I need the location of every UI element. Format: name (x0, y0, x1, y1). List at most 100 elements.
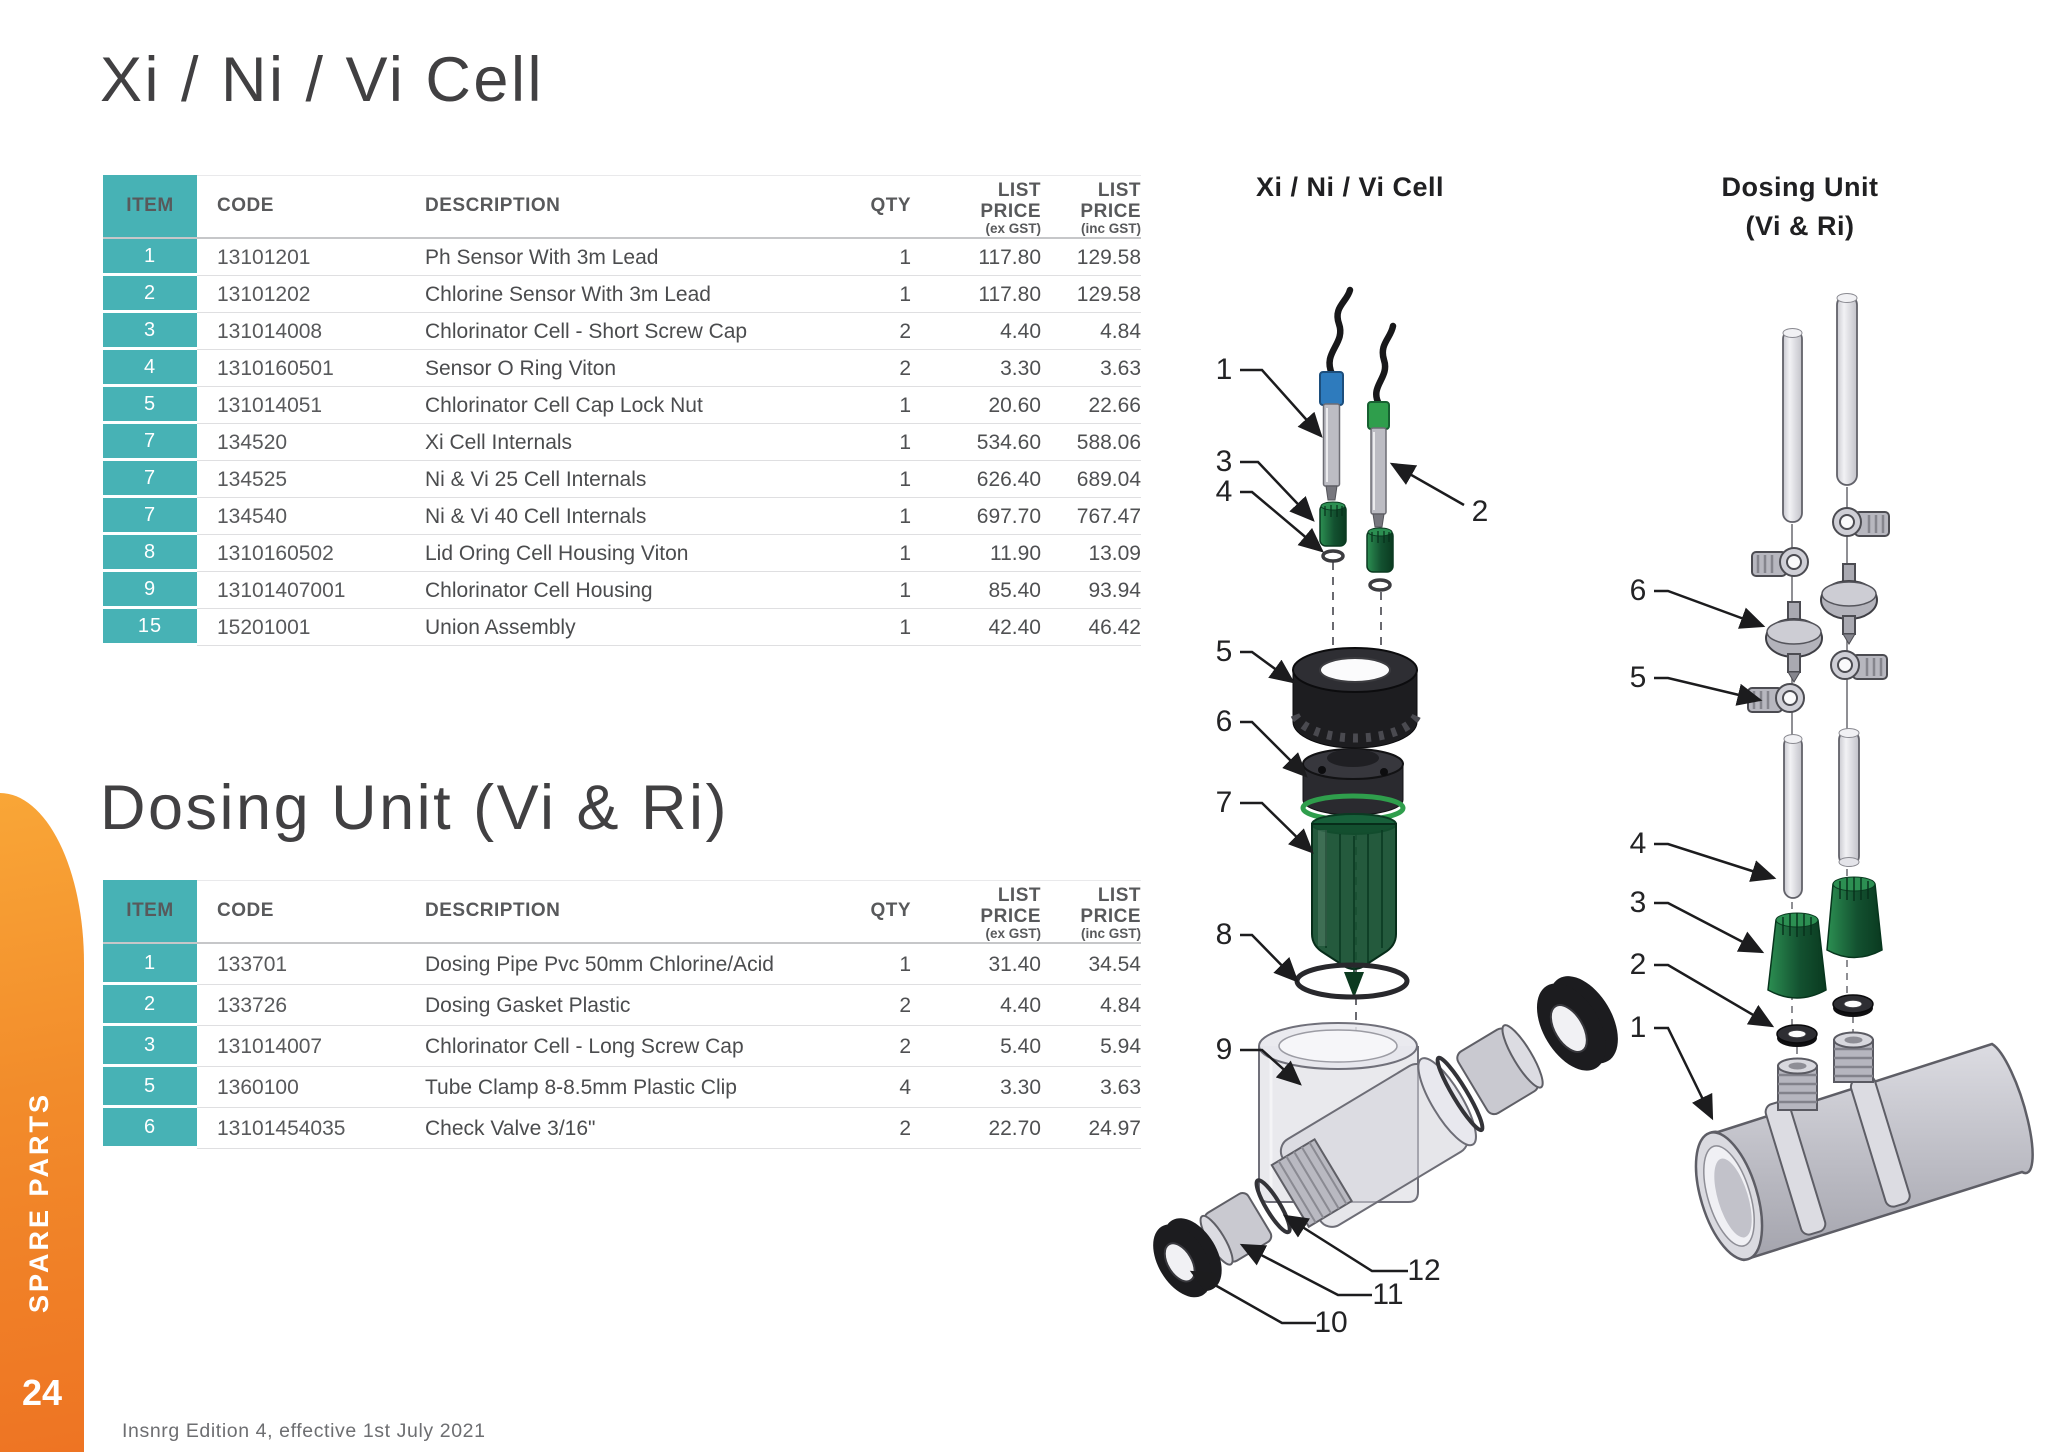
part-description: Chlorine Sensor With 3m Lead (425, 282, 711, 306)
part-qty: 2 (899, 993, 911, 1017)
col-header-price-ex: LIST PRICE (ex GST) (980, 885, 1041, 942)
table-row: 3 131014007 Chlorinator Cell - Long Scre… (103, 1026, 1141, 1067)
part-qty: 1 (899, 541, 911, 565)
table-row: 7 134520 Xi Cell Internals 1 534.60 588.… (103, 424, 1141, 461)
exploded-diagrams (1153, 286, 2034, 1325)
part-code: 134540 (217, 504, 288, 528)
table-row: 2 133726 Dosing Gasket Plastic 2 4.40 4.… (103, 985, 1141, 1026)
table-row: 2 13101202 Chlorine Sensor With 3m Lead … (103, 276, 1141, 313)
col-header-price-ex: LIST PRICE (ex GST) (980, 180, 1041, 237)
part-qty: 1 (899, 615, 911, 639)
spare-parts-sidebar-tab (0, 793, 84, 1452)
callout-label: 8 (1215, 918, 1233, 951)
part-code: 133726 (217, 993, 288, 1017)
callout-label: 6 (1215, 705, 1233, 738)
price-ex-gst: 4.40 (1000, 319, 1041, 343)
part-code: 133701 (217, 952, 288, 976)
price-inc-gst: 3.63 (1100, 1075, 1141, 1099)
footer-edition-note: Insnrg Edition 4, effective 1st July 202… (122, 1420, 486, 1442)
short-screw-cap-right (1366, 527, 1394, 573)
price-inc-gst: 4.84 (1100, 319, 1141, 343)
chlorine-sensor (1367, 322, 1397, 528)
table-row: 4 1310160501 Sensor O Ring Viton 2 3.30 … (103, 350, 1141, 387)
callout-label: 5 (1629, 661, 1647, 694)
table-row: 7 134525 Ni & Vi 25 Cell Internals 1 626… (103, 461, 1141, 498)
part-qty: 2 (899, 1116, 911, 1140)
dosing-tube-left (1782, 328, 1803, 523)
price-inc-gst: 24.97 (1088, 1116, 1141, 1140)
item-number-chip: 7 (103, 461, 197, 495)
callout-label: 5 (1215, 635, 1233, 668)
cell-diagram (1153, 286, 1618, 1325)
price-ex-gst: 31.40 (988, 952, 1041, 976)
tube-clamp (1750, 546, 1810, 578)
price-inc-gst: 588.06 (1076, 430, 1141, 454)
col-header-description: DESCRIPTION (425, 195, 561, 216)
part-qty: 1 (899, 430, 911, 454)
price-inc-gst: 5.94 (1100, 1034, 1141, 1058)
part-description: Ni & Vi 25 Cell Internals (425, 467, 647, 491)
table-header-row: ITEM CODE DESCRIPTION QTY LIST PRICE (ex… (103, 175, 1141, 239)
part-qty: 1 (899, 952, 911, 976)
price-ex-gst: 85.40 (988, 578, 1041, 602)
item-number-chip: 2 (103, 276, 197, 310)
part-description: Xi Cell Internals (425, 430, 573, 454)
part-code: 13101202 (217, 282, 311, 306)
col-header-price-inc: LIST PRICE (inc GST) (1080, 885, 1141, 942)
chlorine-sensor-cable (1373, 322, 1397, 408)
price-ex-gst: 42.40 (988, 615, 1041, 639)
table-row: 1 133701 Dosing Pipe Pvc 50mm Chlorine/A… (103, 944, 1141, 985)
table-row: 3 131014008 Chlorinator Cell - Short Scr… (103, 313, 1141, 350)
price-ex-gst: 697.70 (976, 504, 1041, 528)
price-ex-gst: 22.70 (988, 1116, 1041, 1140)
price-ex-gst: 626.40 (976, 467, 1041, 491)
col-header-code: CODE (217, 900, 274, 921)
part-qty: 2 (899, 1034, 911, 1058)
item-number-chip: 1 (103, 239, 197, 273)
part-description: Dosing Pipe Pvc 50mm Chlorine/Acid (425, 952, 774, 976)
tube-clamp (1831, 506, 1891, 538)
cell-table-body: 1 13101201 Ph Sensor With 3m Lead 1 117.… (103, 239, 1141, 646)
price-inc-gst: 22.66 (1088, 393, 1141, 417)
part-description: Chlorinator Cell Housing (425, 578, 653, 602)
part-description: Chlorinator Cell - Long Screw Cap (425, 1034, 744, 1058)
dosing-pipe (1694, 1031, 2034, 1262)
callout-label: 4 (1215, 475, 1233, 508)
short-tube-left (1783, 734, 1803, 899)
callout-label: 9 (1215, 1033, 1233, 1066)
price-inc-gst: 4.84 (1100, 993, 1141, 1017)
price-ex-gst: 3.30 (1000, 1075, 1041, 1099)
part-code: 13101407001 (217, 578, 346, 602)
dosing-table-body: 1 133701 Dosing Pipe Pvc 50mm Chlorine/A… (103, 944, 1141, 1149)
item-number-chip: 8 (103, 535, 197, 569)
part-code: 131014008 (217, 319, 323, 343)
part-code: 134520 (217, 430, 288, 454)
col-header-item: ITEM (103, 175, 197, 237)
short-tube-right (1838, 728, 1860, 867)
part-description: Dosing Gasket Plastic (425, 993, 631, 1017)
item-number-chip: 3 (103, 313, 197, 347)
item-number-chip: 6 (103, 1108, 197, 1146)
part-qty: 1 (899, 393, 911, 417)
part-code: 13101201 (217, 245, 311, 269)
price-ex-gst: 11.90 (990, 541, 1041, 565)
callout-label: 2 (1629, 948, 1647, 981)
section-title-cell: Xi / Ni / Vi Cell (100, 45, 544, 115)
table-row: 5 131014051 Chlorinator Cell Cap Lock Nu… (103, 387, 1141, 424)
part-code: 1310160501 (217, 356, 334, 380)
ph-sensor-cable (1326, 286, 1354, 378)
col-header-qty: QTY (870, 900, 911, 921)
part-description: Sensor O Ring Viton (425, 356, 617, 380)
col-header-price-inc: LIST PRICE (inc GST) (1080, 180, 1141, 237)
part-description: Ph Sensor With 3m Lead (425, 245, 659, 269)
part-code: 131014007 (217, 1034, 323, 1058)
part-qty: 2 (899, 319, 911, 343)
part-description: Ni & Vi 40 Cell Internals (425, 504, 647, 528)
callout-label: 3 (1215, 445, 1233, 478)
part-code: 131014051 (217, 393, 323, 417)
item-number-chip: 5 (103, 387, 197, 421)
item-number-chip: 7 (103, 424, 197, 458)
price-inc-gst: 13.09 (1088, 541, 1141, 565)
callout-label: 1 (1215, 353, 1233, 386)
part-description: Check Valve 3/16" (425, 1116, 596, 1140)
